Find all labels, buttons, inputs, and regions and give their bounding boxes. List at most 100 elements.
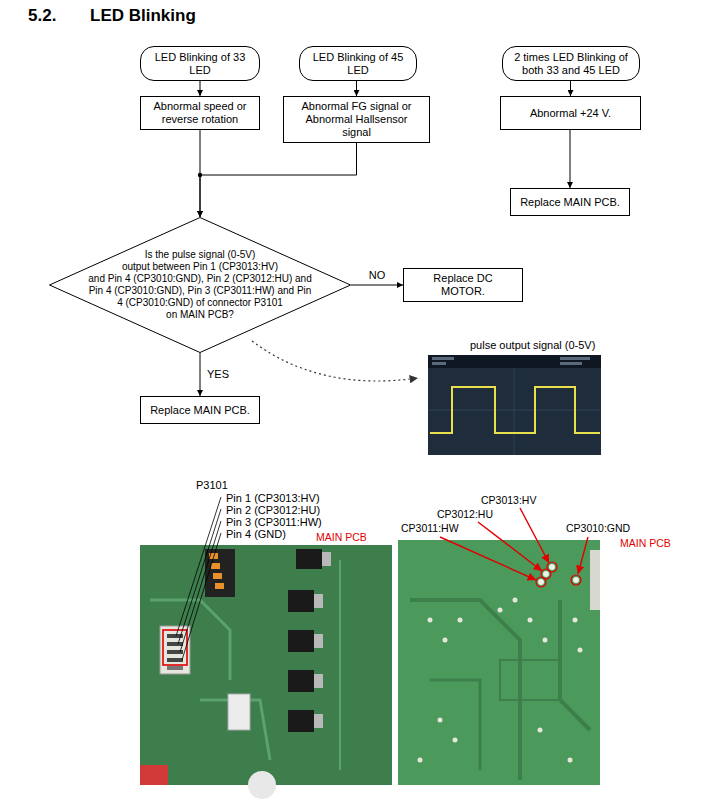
- node-text: Abnormal speed or reverse rotation: [147, 100, 253, 126]
- flow-connector: [570, 130, 571, 188]
- pcb-pad-area: [500, 660, 560, 700]
- pcb-trace: [150, 600, 230, 680]
- via: [428, 618, 433, 623]
- transistor: [288, 590, 314, 612]
- via: [443, 638, 448, 643]
- dip-switch: [205, 549, 235, 597]
- terminal-box: 2 times LED Blinking of both 33 and 45 L…: [502, 46, 640, 81]
- pin-leader: [182, 533, 221, 660]
- callout-arrow: [252, 341, 418, 381]
- square-wave: [430, 387, 600, 433]
- via: [568, 758, 573, 763]
- dip-lever: [213, 573, 222, 579]
- pcb-board: [398, 540, 600, 785]
- screen-background: [428, 355, 601, 455]
- test-point-name: CP3010:GND: [566, 522, 630, 536]
- node-text: Replace DC MOTOR.: [410, 272, 516, 298]
- edge-label: NO: [367, 269, 388, 282]
- test-point: [543, 571, 549, 577]
- test-point-name: CP3012:HU: [437, 508, 493, 522]
- node-text: Abnormal FG signal or Abnormal Hallsenso…: [290, 100, 423, 139]
- leader-arrow: [520, 508, 549, 563]
- test-point: [549, 564, 555, 570]
- via: [498, 608, 503, 613]
- via: [538, 728, 543, 733]
- process-box: Replace MAIN PCB.: [140, 396, 260, 424]
- transistor-tab: [314, 594, 323, 608]
- screen-status: [560, 357, 590, 360]
- transistor: [288, 710, 314, 732]
- text-line: Is the pulse signal (0-5V): [49, 249, 351, 261]
- dip-lever: [215, 583, 224, 589]
- process-box: Abnormal +24 V.: [500, 96, 641, 130]
- pin-name: Pin 1 (CP3013:HV): [226, 491, 320, 505]
- via: [438, 718, 443, 723]
- pin-name: Pin 3 (CP3011:HW): [226, 515, 322, 529]
- screen-status: [432, 362, 446, 365]
- node-text: LED Blinking of 33 LED: [149, 51, 251, 77]
- terminal-box: LED Blinking of 45 LED: [299, 46, 417, 81]
- flow-connector: [200, 143, 357, 217]
- via: [578, 648, 583, 653]
- via: [543, 638, 548, 643]
- flow-connector: [200, 353, 201, 396]
- leader-arrow: [578, 537, 588, 574]
- screen-status: [560, 362, 582, 365]
- via: [418, 758, 423, 763]
- node-text: Replace MAIN PCB.: [520, 196, 620, 209]
- test-point-mark: [541, 569, 551, 579]
- pin-name: Pin 4 (GND): [226, 527, 286, 541]
- board-name: MAIN PCB: [620, 537, 671, 551]
- pcb-photo-left: [140, 497, 392, 799]
- terminal-box: LED Blinking of 33 LED: [140, 46, 260, 81]
- transistor-tab: [314, 634, 323, 648]
- connector-pin: [167, 666, 183, 670]
- red-connector: [140, 765, 168, 785]
- board-name: MAIN PCB: [316, 531, 367, 545]
- dip-lever: [211, 563, 220, 569]
- connector-pin: [167, 642, 183, 646]
- flow-connector: [570, 81, 571, 96]
- node-text: 2 times LED Blinking of both 33 and 45 L…: [511, 51, 631, 77]
- via: [453, 738, 458, 743]
- text-line: output between Pin 1 (CP3013:HV): [49, 261, 351, 273]
- text-line: on MAIN PCB?: [49, 309, 351, 321]
- node-text: LED Blinking of 45 LED: [308, 51, 408, 77]
- test-point-mark: [547, 562, 557, 572]
- diamond-shape: [50, 218, 351, 353]
- test-point: [538, 579, 544, 585]
- pin-leader: [180, 521, 221, 652]
- edge-label: YES: [205, 368, 231, 381]
- waveform-caption: pulse output signal (0-5V): [470, 338, 595, 352]
- screen-status: [432, 357, 454, 360]
- pcb-trace: [430, 680, 480, 770]
- transistor: [296, 549, 322, 569]
- text-line: and Pin 4 (CP3010:GND), Pin 2 (CP3012:HU…: [49, 273, 351, 285]
- transistor-tab: [314, 674, 323, 688]
- pin-leader: [176, 497, 221, 636]
- decision-diamond: Is the pulse signal (0-5V) output betwee…: [49, 217, 351, 353]
- flow-connector: [351, 285, 403, 286]
- screen-grid: [514, 368, 515, 455]
- pin-leader: [178, 509, 221, 644]
- process-box: Abnormal FG signal or Abnormal Hallsenso…: [283, 96, 430, 143]
- section-number: 5.2.: [28, 6, 56, 26]
- test-point-name: CP3011:HW: [401, 522, 459, 536]
- node-text: Abnormal +24 V.: [530, 107, 611, 120]
- small-connector: [228, 694, 250, 730]
- highlight-box: [163, 630, 187, 665]
- process-box: Replace DC MOTOR.: [403, 268, 523, 302]
- via: [513, 598, 518, 603]
- section-title: LED Blinking: [90, 6, 196, 26]
- pcb-trace: [560, 600, 590, 730]
- flow-connector: [356, 81, 357, 96]
- oscilloscope-screen: [428, 355, 601, 455]
- junction-dot: [198, 173, 202, 177]
- via: [573, 618, 578, 623]
- via: [528, 618, 533, 623]
- text-line: Pin 4 (CP3010:GND), Pin 3 (CP3011:HW) an…: [49, 285, 351, 297]
- node-text: Is the pulse signal (0-5V) output betwee…: [49, 249, 351, 321]
- pcb-trace: [339, 560, 341, 770]
- capacitor: [248, 771, 276, 799]
